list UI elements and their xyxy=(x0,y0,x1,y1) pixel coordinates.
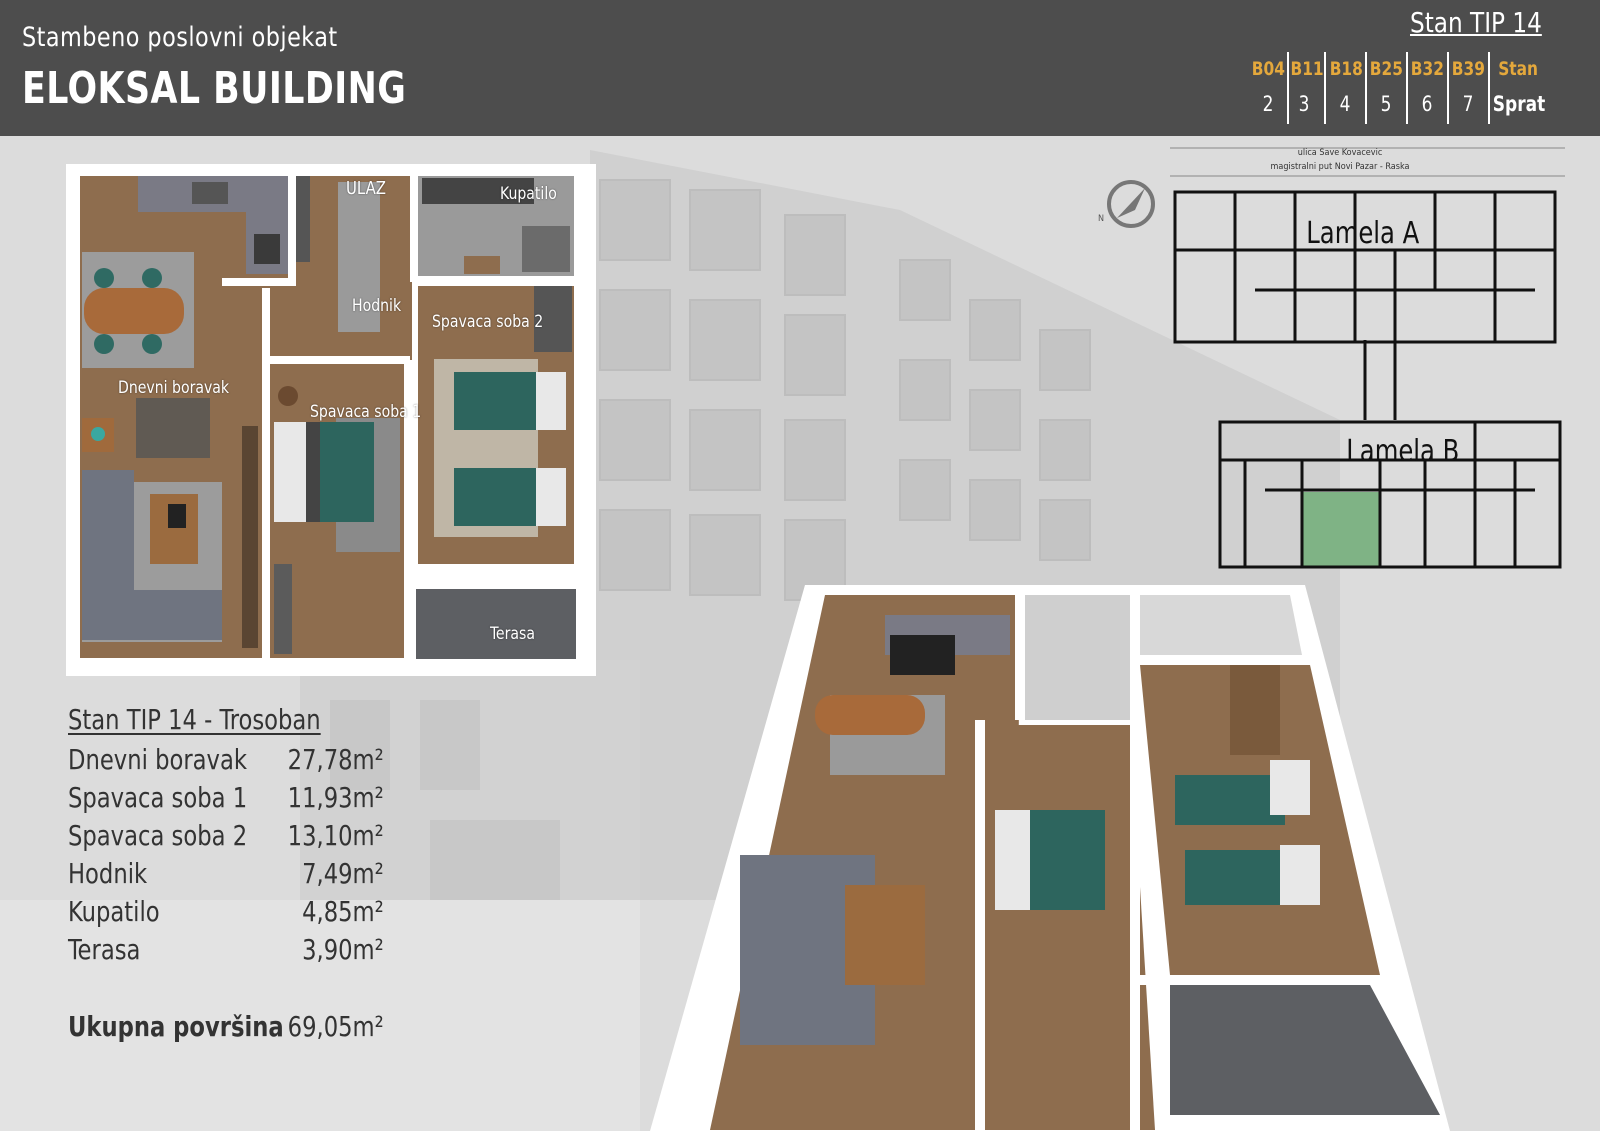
area-row-name: Spavaca soba 1 xyxy=(68,781,248,814)
code-label: Stan xyxy=(1498,58,1538,80)
label-bedroom-1: Spavaca soba 1 xyxy=(310,402,422,422)
unit-floor: 3 xyxy=(1298,92,1310,116)
unit-floor: 6 xyxy=(1421,92,1433,116)
table-divider xyxy=(1406,52,1408,124)
unit-code: B32 xyxy=(1410,58,1444,80)
project-subtitle: Stambeno poslovni objekat xyxy=(22,22,338,53)
table-divider xyxy=(1447,52,1449,124)
area-row-value: 11,93m² xyxy=(287,781,384,814)
unit-title: Stan TIP 14 xyxy=(1410,6,1542,39)
north-label: N xyxy=(1098,214,1105,224)
area-row-name: Dnevni boravak xyxy=(68,743,247,776)
table-divider xyxy=(1324,52,1326,124)
label-bathroom: Kupatilo xyxy=(500,184,557,204)
label-bedroom-2: Spavaca soba 2 xyxy=(432,312,544,332)
unit-floor: 2 xyxy=(1262,92,1274,116)
area-row-value: 4,85m² xyxy=(302,895,384,928)
table-divider xyxy=(1365,52,1367,124)
label-hallway: Hodnik xyxy=(352,296,402,316)
label-terrace: Terasa xyxy=(490,624,535,644)
unit-code: B39 xyxy=(1451,58,1485,80)
street-label: magistralni put Novi Pazar - Raska xyxy=(1270,162,1410,172)
header-bar: Stambeno poslovni objekat ELOKSAL BUILDI… xyxy=(0,0,1600,136)
unit-code: B04 xyxy=(1251,58,1285,80)
total-area-label: Ukupna površina xyxy=(68,1010,284,1043)
area-row-value: 13,10m² xyxy=(287,819,384,852)
label-entrance: ULAZ xyxy=(346,178,386,199)
total-area-value: 69,05m² xyxy=(287,1010,384,1043)
street-label: ulica Save Kovacevic xyxy=(1297,148,1383,158)
area-row-name: Hodnik xyxy=(68,857,148,890)
area-row-name: Terasa xyxy=(68,933,141,966)
unit-floor: 4 xyxy=(1339,92,1351,116)
floor-plan-2d xyxy=(66,164,596,676)
project-title: ELOKSAL BUILDING xyxy=(22,63,407,114)
area-row-value: 7,49m² xyxy=(302,857,384,890)
unit-code: B18 xyxy=(1329,58,1363,80)
unit-floor: 7 xyxy=(1462,92,1474,116)
lamela-b-label: Lamela B xyxy=(1346,434,1460,469)
floor-label: Sprat xyxy=(1492,92,1546,116)
area-row-name: Kupatilo xyxy=(68,895,160,928)
floor-plan-3d xyxy=(650,585,1450,1131)
unit-floor: 5 xyxy=(1380,92,1392,116)
area-row-value: 3,90m² xyxy=(302,933,384,966)
area-row-name: Spavaca soba 2 xyxy=(68,819,248,852)
area-table-title: Stan TIP 14 - Trosoban xyxy=(68,703,321,736)
unit-code: B11 xyxy=(1290,58,1324,80)
unit-code: B25 xyxy=(1369,58,1403,80)
table-divider xyxy=(1488,52,1490,124)
area-row-value: 27,78m² xyxy=(287,743,384,776)
label-living-room: Dnevni boravak xyxy=(118,378,230,398)
table-divider xyxy=(1287,52,1289,124)
lamela-a-label: Lamela A xyxy=(1306,216,1420,251)
site-plan xyxy=(1107,147,1565,569)
highlighted-unit xyxy=(1302,492,1380,566)
